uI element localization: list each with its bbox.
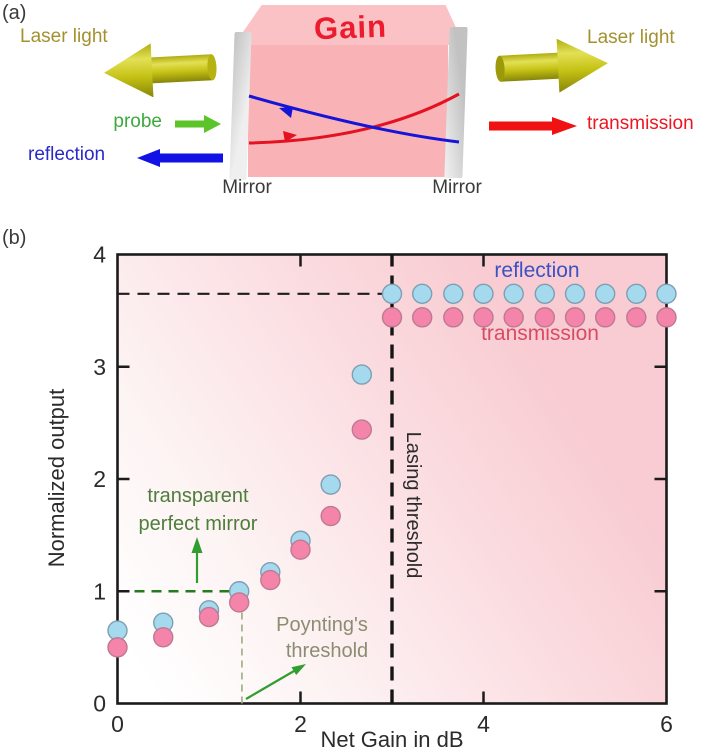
poynting-arrow [245, 670, 295, 700]
tick-label: 3 [93, 354, 106, 380]
laser-light-left-label: Laser light [20, 26, 108, 47]
transmission-point [107, 637, 128, 658]
reflection-series-label: reflection [494, 259, 579, 282]
poynting-label-line1: Poynting's [276, 614, 368, 636]
data-points [107, 283, 677, 658]
transmission-a-label: transmission [587, 113, 694, 134]
reflection-point [443, 283, 464, 304]
transmission-point [534, 307, 556, 328]
scatter-plot: 0 2 4 6 0 1 2 3 4 Net Gain in dB Normalized outp… [44, 242, 677, 751]
transmission-point [594, 307, 616, 328]
reflection-point [503, 283, 524, 304]
transmission-point [473, 307, 494, 328]
reference-lines [117, 254, 394, 704]
axis-ticks: 0 2 4 6 0 1 2 3 4 [93, 242, 673, 738]
probe-label: probe [113, 111, 162, 132]
reflection-point [411, 283, 433, 304]
mirror-right-label: Mirror [432, 177, 482, 198]
cavity-beams [248, 92, 460, 145]
transparent-mirror-arrowhead-icon [191, 537, 203, 553]
panel-a-label: (a) [2, 2, 27, 24]
red-beam-arrowhead-icon [283, 131, 297, 142]
transmission-arrow-icon [489, 117, 577, 135]
transmission-point [198, 606, 220, 628]
poynting-arrowhead-icon [291, 664, 306, 675]
lasing-threshold-label: Lasing threshold [402, 432, 424, 579]
gain-box-front-face [248, 45, 448, 177]
reflection-point [351, 364, 373, 385]
tick-label: 6 [660, 711, 673, 737]
transmission-point [153, 627, 174, 648]
transmission-point [320, 505, 341, 527]
tick-label: 1 [93, 578, 106, 604]
x-axis-title: Net Gain in dB [320, 727, 463, 751]
transmission-point [351, 419, 373, 440]
tick-label: 4 [477, 711, 490, 737]
transmission-point [411, 307, 433, 328]
transmission-point [381, 307, 403, 328]
gain-box-top-face [234, 5, 464, 45]
reflection-point [381, 283, 403, 304]
laser-light-right-label: Laser light [587, 27, 675, 48]
reflection-point [564, 283, 586, 304]
probe-arrow-icon [175, 115, 221, 133]
reflection-point [320, 474, 341, 495]
reflection-point [534, 283, 556, 304]
transmission-point [443, 307, 464, 328]
reflected-beam-blue [248, 94, 460, 144]
tick-label: 4 [93, 242, 106, 268]
transmission-point [564, 307, 586, 328]
transparent-mirror-label-line2: perfect mirror [139, 513, 258, 535]
tick-label: 0 [111, 711, 124, 737]
transmission-point [290, 539, 311, 560]
laser-arrow-left-icon [104, 43, 217, 98]
mirror-left-label: Mirror [222, 177, 272, 198]
y-axis-title: Normalized output [44, 389, 69, 568]
transmission-point [503, 307, 524, 328]
reflection-a-label: reflection [28, 144, 106, 165]
tick-label: 2 [93, 466, 106, 492]
transmission-point [260, 569, 281, 591]
laser-arrow-right-icon [495, 38, 608, 93]
poynting-label-line2: threshold [286, 640, 368, 662]
blue-beam-arrowhead-icon [279, 107, 293, 118]
transmission-series-label: transmission [481, 322, 599, 345]
panel-b-label: (b) [2, 227, 27, 249]
reflection-point [473, 283, 494, 304]
transmission-point [626, 307, 647, 328]
reflection-point [656, 283, 677, 304]
tick-label: 0 [93, 691, 106, 717]
transmission-point [228, 592, 250, 613]
gain-medium-box: Gain [228, 4, 468, 182]
reflection-point [626, 283, 647, 304]
tick-label: 2 [294, 711, 307, 737]
reflection-arrow-icon [137, 149, 223, 167]
reflection-point [594, 283, 616, 304]
gain-beam-red [248, 92, 460, 145]
transparent-mirror-label-line1: transparent [147, 485, 249, 507]
transmission-point [656, 307, 677, 328]
